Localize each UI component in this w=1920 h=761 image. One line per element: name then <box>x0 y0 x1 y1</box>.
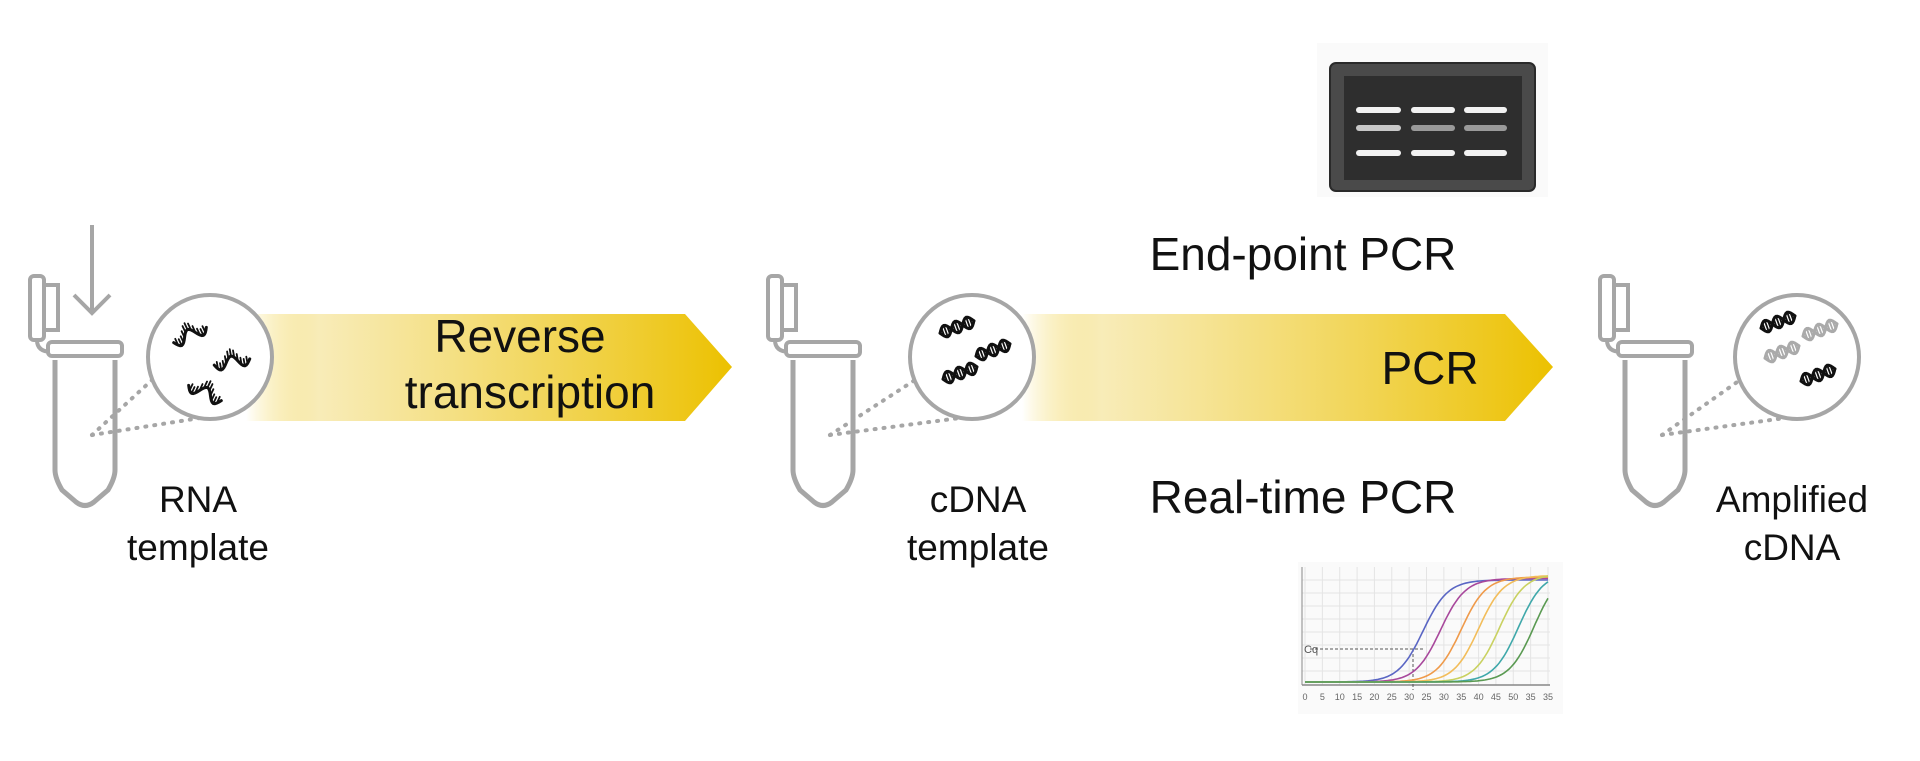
x-tick-label: 20 <box>1369 692 1379 702</box>
amplified-cdna-label-line2: cDNA <box>1744 527 1841 568</box>
gel-electrophoresis-icon <box>1317 43 1548 197</box>
pcr-arrow <box>1022 314 1553 421</box>
amplified-cdna-tube <box>1600 276 1692 506</box>
dna-helix-icon <box>938 315 976 339</box>
real-time-pcr-label: Real-time PCR <box>1150 471 1457 523</box>
cdna-zoom-circle <box>908 293 1036 421</box>
x-tick-label: 10 <box>1335 692 1345 702</box>
gel-band <box>1411 150 1455 156</box>
arrow-down-icon <box>72 225 112 316</box>
gel-band <box>1464 150 1507 156</box>
rna-zoom-circle <box>146 293 274 421</box>
x-tick-label: 40 <box>1474 692 1484 702</box>
x-tick-label: 35 <box>1526 692 1536 702</box>
cdna-tube <box>768 276 860 506</box>
x-tick-label: 5 <box>1320 692 1325 702</box>
dna-helix-icon <box>1799 363 1837 387</box>
dna-helix-icon <box>974 338 1012 362</box>
gel-band <box>1356 107 1401 113</box>
rna-tube <box>30 276 122 506</box>
x-tick-label: 45 <box>1491 692 1501 702</box>
x-tick-label: 50 <box>1508 692 1518 702</box>
x-tick-label: 15 <box>1352 692 1362 702</box>
reverse-transcription-arrow <box>246 314 732 421</box>
reverse-transcription-label-line2: transcription <box>405 366 656 418</box>
cq-label: Cq <box>1304 644 1318 656</box>
end-point-pcr-label: End-point PCR <box>1150 228 1457 280</box>
amplified-cdna-label-line1: Amplified <box>1716 479 1868 520</box>
x-tick-label: 30 <box>1439 692 1449 702</box>
rna-template-label-line1: RNA <box>159 479 237 520</box>
x-tick-label: 35 <box>1543 692 1553 702</box>
rna-strand-icon <box>172 322 208 348</box>
dna-helix-icon <box>1801 318 1839 342</box>
x-tick-label: 25 <box>1421 692 1431 702</box>
dna-helix-icon <box>1759 310 1797 334</box>
dna-helix-icon <box>941 361 979 385</box>
cdna-template-label-line1: cDNA <box>930 479 1027 520</box>
gel-band <box>1411 107 1455 113</box>
dna-helix-icon <box>1763 340 1801 364</box>
gel-band <box>1356 150 1401 156</box>
amplified-zoom-circle <box>1733 293 1861 421</box>
gel-band <box>1464 125 1507 131</box>
x-tick-label: 25 <box>1387 692 1397 702</box>
rna-strand-icon <box>212 348 252 372</box>
rna-template-label-line2: template <box>127 527 269 568</box>
amplification-curve <box>1305 597 1549 683</box>
x-tick-label: 30 <box>1404 692 1414 702</box>
x-tick-label: 0 <box>1302 692 1307 702</box>
qpcr-amplification-plot-icon: Cq 0 5 10 15 20 25 30 25 30 35 40 45 50 35 35 <box>1298 562 1563 714</box>
x-tick-label: 35 <box>1456 692 1466 702</box>
gel-band <box>1411 125 1455 131</box>
cdna-template-label-line2: template <box>907 527 1049 568</box>
reverse-transcription-label-line1: Reverse <box>434 310 605 362</box>
pcr-label: PCR <box>1381 342 1478 394</box>
gel-band <box>1464 107 1507 113</box>
zoom-lines <box>90 378 1787 437</box>
rna-strand-icon <box>187 380 223 406</box>
gel-band <box>1356 125 1401 131</box>
